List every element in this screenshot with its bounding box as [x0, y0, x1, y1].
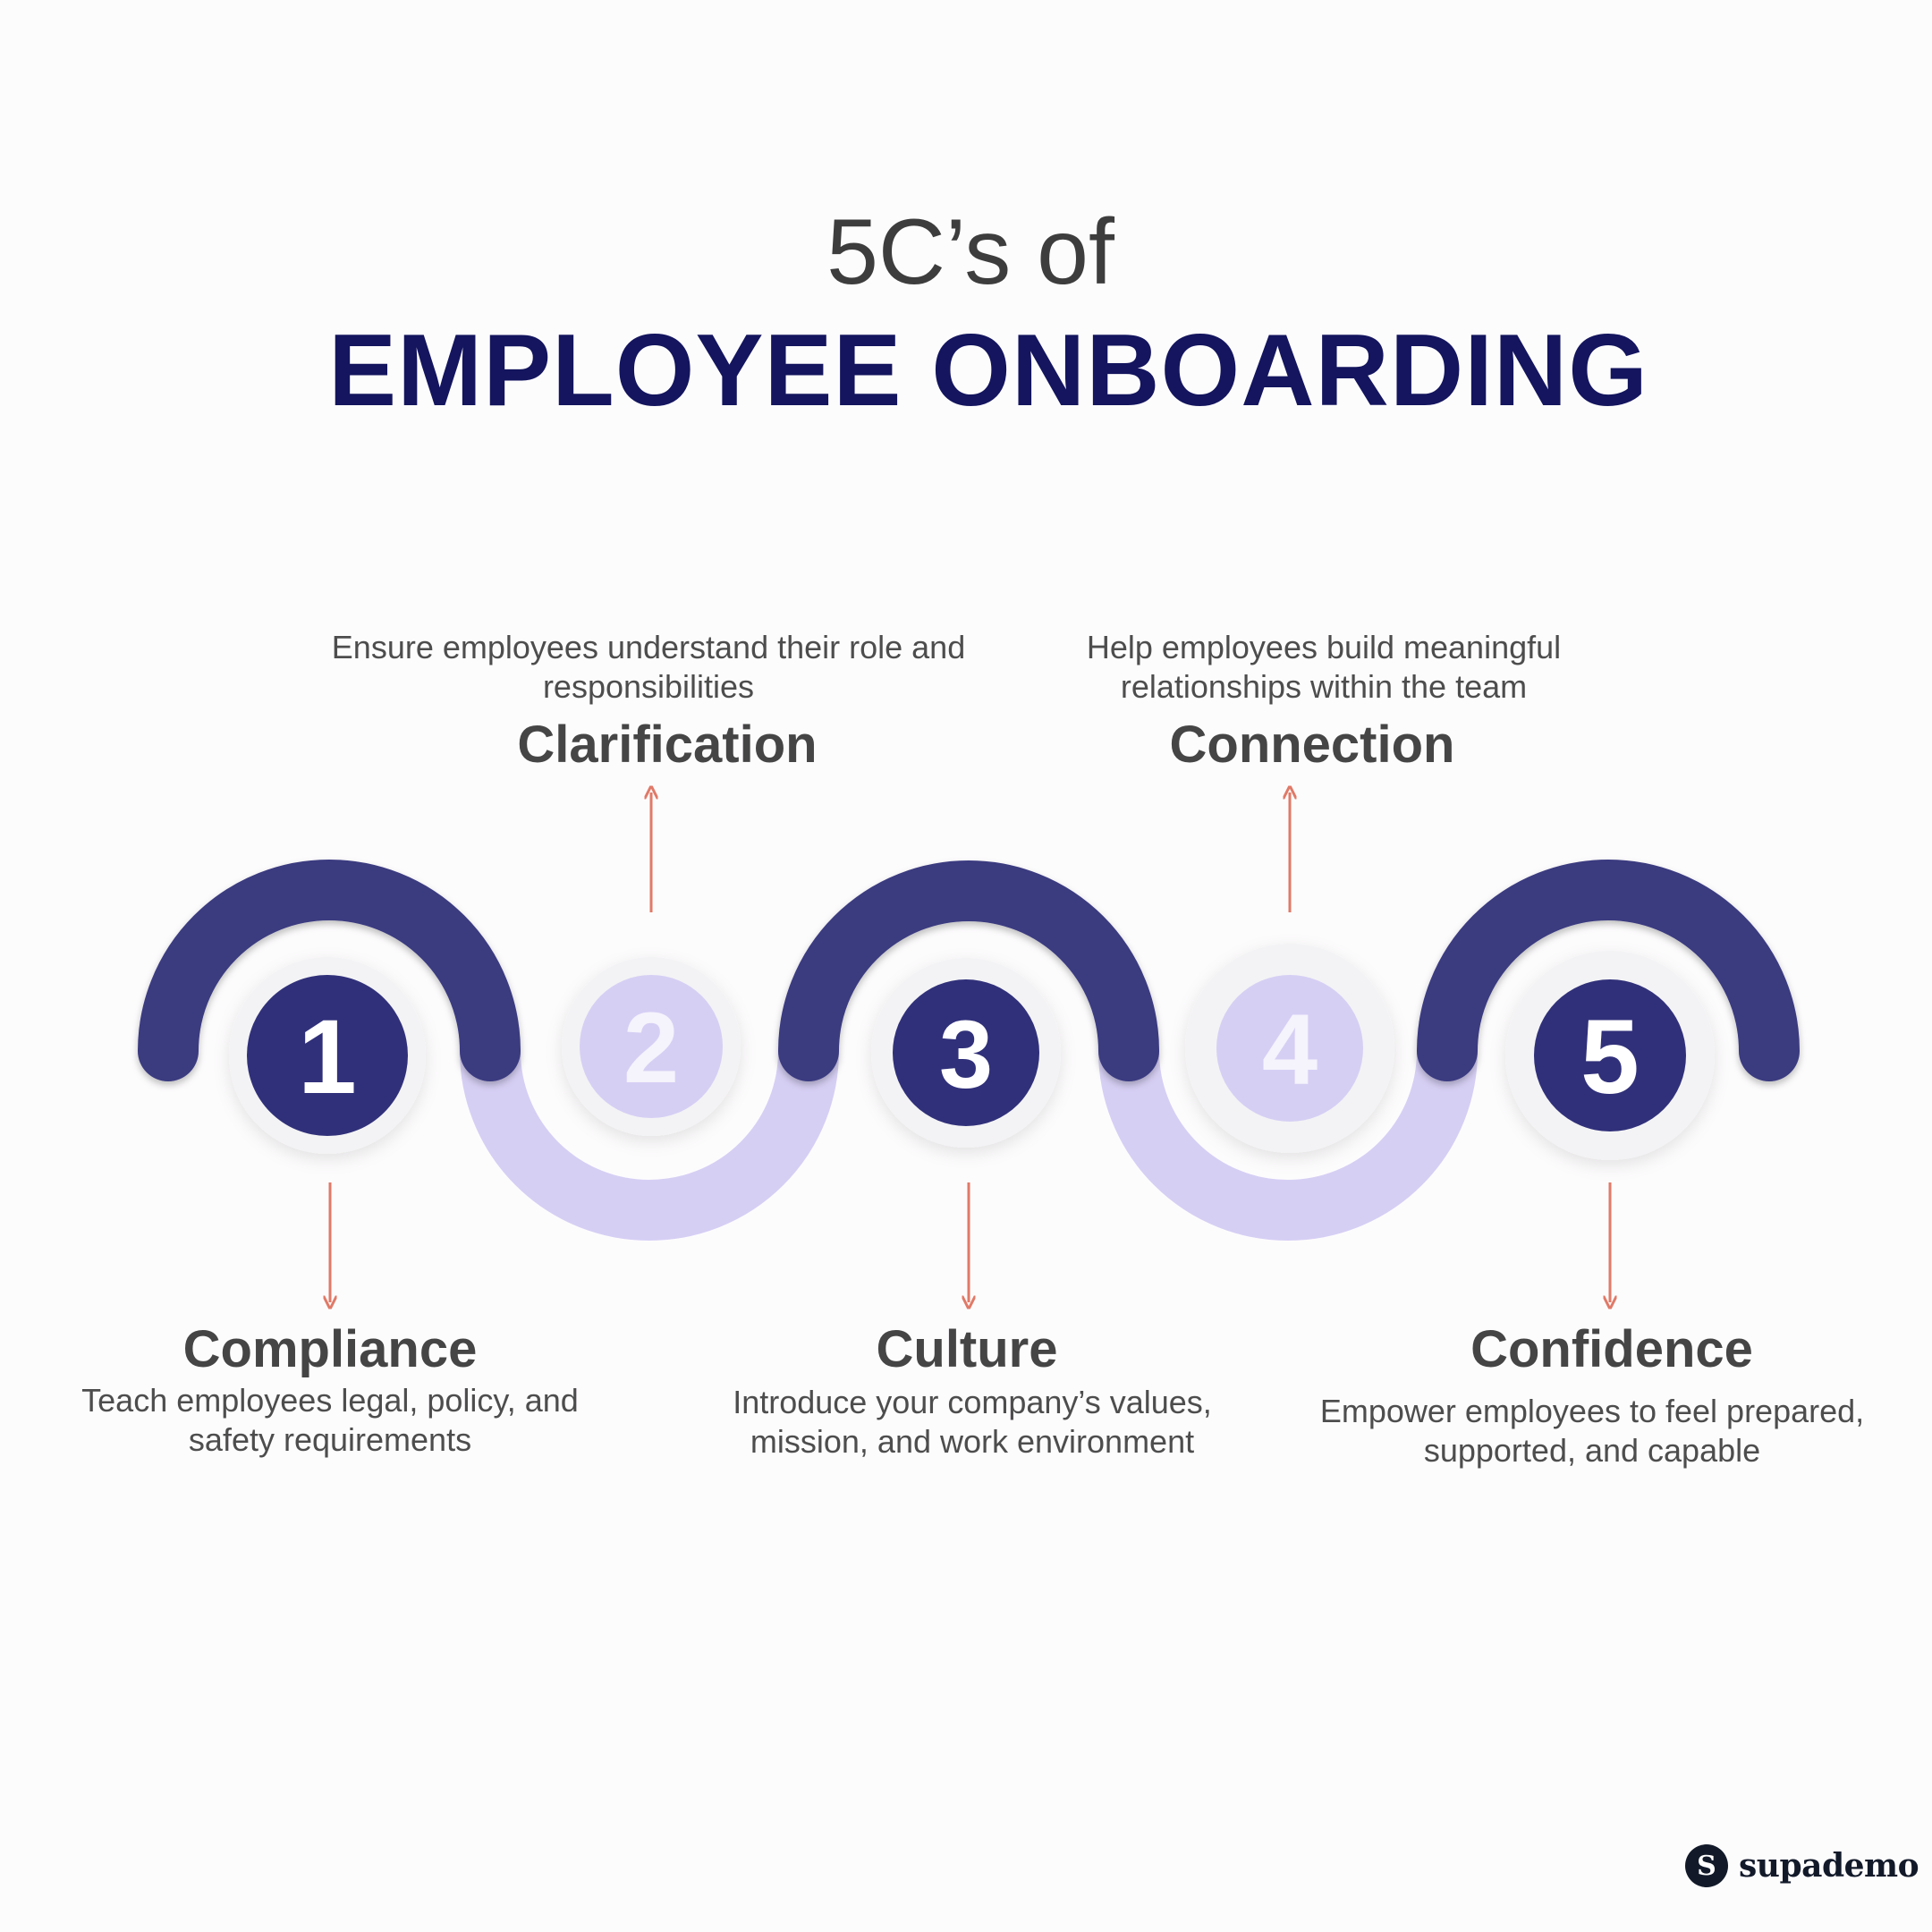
step-5-badge: 5: [1505, 951, 1715, 1160]
step-1-number: 1: [298, 998, 357, 1116]
step-2-title: Clarification: [517, 716, 818, 774]
step-5-title: Confidence: [1470, 1320, 1753, 1378]
step-3-badge: 3: [871, 958, 1061, 1148]
step-5-description: Empower employees to feel prepared, supp…: [1319, 1393, 1865, 1469]
step-1-description: Teach employees legal, policy, and safet…: [81, 1382, 579, 1458]
wave-lower-arc-4: [1098, 1021, 1478, 1241]
step-2-badge: 2: [562, 957, 741, 1136]
wave-upper-arc-1: [138, 860, 521, 1081]
step-1-badge: 1: [229, 957, 426, 1154]
wave-lower-arc-2: [460, 1021, 839, 1241]
brand-mark: S supademo: [1685, 1843, 1919, 1889]
step-4-description: Help employees build meaningful relation…: [1086, 629, 1562, 705]
step-1-title: Compliance: [182, 1320, 478, 1378]
step-5-number: 5: [1580, 998, 1640, 1116]
step-4-number: 4: [1262, 994, 1318, 1106]
title-line-1: 5C’s of: [826, 200, 1114, 304]
step-2-description: Ensure employees understand their role a…: [331, 629, 966, 705]
wave-upper-arc-3: [778, 860, 1159, 1081]
step-3-number: 3: [939, 1000, 993, 1108]
page-title: EMPLOYEE ONBOARDING: [328, 314, 1648, 428]
supademo-logo-icon: S: [1685, 1844, 1728, 1887]
step-4-badge: 4: [1185, 944, 1394, 1153]
wave-upper-arc-5: [1417, 860, 1800, 1081]
step-4-title: Connection: [1169, 716, 1455, 774]
step-3-description: Introduce your company’s values, mission…: [733, 1384, 1212, 1460]
step-3-title: Culture: [876, 1320, 1058, 1378]
step-2-number: 2: [623, 992, 679, 1104]
brand-name: supademo: [1739, 1847, 1919, 1885]
